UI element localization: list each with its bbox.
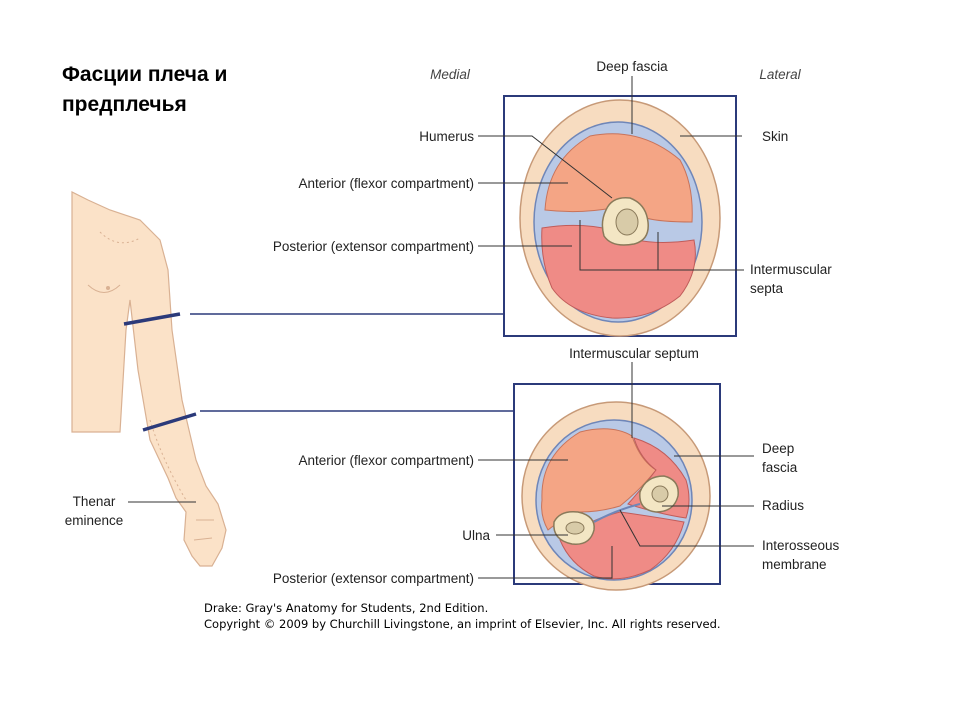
lateral-label: Lateral bbox=[759, 67, 801, 82]
upper-anterior-label: Anterior (flexor compartment) bbox=[298, 176, 474, 191]
lower-cross-section bbox=[513, 383, 721, 591]
thenar-label-1: Thenar bbox=[73, 494, 116, 509]
title-line-2: предплечья bbox=[62, 93, 187, 116]
lower-section-mark bbox=[142, 412, 197, 432]
ulna-label: Ulna bbox=[462, 528, 490, 543]
skin-label: Skin bbox=[762, 129, 788, 144]
interosseous-label-2: membrane bbox=[762, 557, 827, 572]
thenar-label-2: eminence bbox=[65, 513, 124, 528]
humerus-label: Humerus bbox=[419, 129, 474, 144]
lower-deep-fascia-label-1: Deep bbox=[762, 441, 794, 456]
title-line-1: Фасции плеча и bbox=[62, 63, 228, 86]
upper-section-mark bbox=[123, 312, 181, 326]
credit-line-2: Copyright © 2009 by Churchill Livingston… bbox=[204, 617, 721, 631]
credit: Drake: Gray's Anatomy for Students, 2nd … bbox=[204, 600, 721, 632]
interosseous-membrane-line bbox=[593, 503, 641, 523]
upper-leaders bbox=[478, 76, 744, 271]
medial-label: Medial bbox=[430, 67, 471, 82]
interosseous-label-1: Interosseous bbox=[762, 538, 840, 553]
arm-body bbox=[71, 191, 227, 567]
lower-leaders bbox=[128, 362, 754, 579]
page-title: Фасции плеча и предплечья bbox=[62, 60, 227, 120]
intermuscular-septa-label-2: septa bbox=[750, 281, 784, 296]
upper-deep-fascia-label: Deep fascia bbox=[596, 59, 668, 74]
intermuscular-septum-label: Intermuscular septum bbox=[569, 346, 699, 361]
credit-line-1: Drake: Gray's Anatomy for Students, 2nd … bbox=[204, 601, 489, 615]
upper-posterior-label: Posterior (extensor compartment) bbox=[273, 239, 474, 254]
lower-posterior-label: Posterior (extensor compartment) bbox=[273, 571, 474, 586]
radius-label: Radius bbox=[762, 498, 804, 513]
upper-cross-section bbox=[503, 95, 737, 337]
lower-anterior-label: Anterior (flexor compartment) bbox=[298, 453, 474, 468]
arm-illustration bbox=[71, 191, 514, 567]
lower-deep-fascia-label-2: fascia bbox=[762, 460, 798, 475]
intermuscular-septa-label-1: Intermuscular bbox=[750, 262, 832, 277]
